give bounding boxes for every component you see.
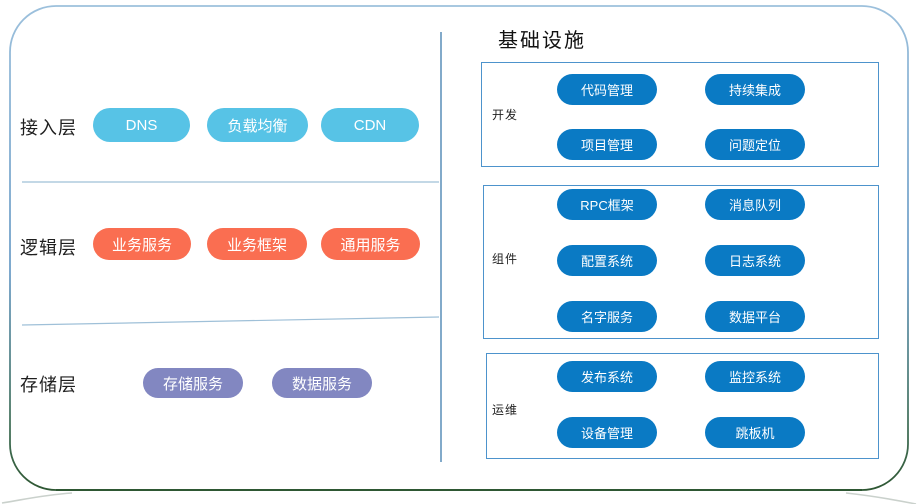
label-access-layer: 接入层 <box>20 118 77 138</box>
pill-storage-service: 存储服务 <box>143 368 243 398</box>
infrastructure-title: 基础设施 <box>498 30 586 52</box>
label-component: 组件 <box>492 252 519 266</box>
pill-code-management: 代码管理 <box>557 74 657 105</box>
label-logic-layer: 逻辑层 <box>20 238 77 258</box>
label-dev: 开发 <box>492 108 519 122</box>
group-box-dev <box>481 62 879 167</box>
pill-project-management: 项目管理 <box>557 129 657 160</box>
label-ops: 运维 <box>492 403 519 417</box>
pill-business-service: 业务服务 <box>93 228 191 260</box>
pill-jump-server: 跳板机 <box>705 417 805 448</box>
pill-data-service: 数据服务 <box>272 368 372 398</box>
pill-rpc-framework: RPC框架 <box>557 189 657 220</box>
pill-continuous-integration: 持续集成 <box>705 74 805 105</box>
pill-device-management: 设备管理 <box>557 417 657 448</box>
pill-load-balancer: 负载均衡 <box>207 108 308 142</box>
divider-logic-storage <box>21 316 440 326</box>
label-storage-layer: 存储层 <box>20 375 77 395</box>
group-box-component <box>483 185 879 339</box>
pill-config-system: 配置系统 <box>557 245 657 276</box>
pill-issue-location: 问题定位 <box>705 129 805 160</box>
pill-general-service: 通用服务 <box>321 228 420 260</box>
pill-data-platform: 数据平台 <box>705 301 805 332</box>
pill-message-queue: 消息队列 <box>705 189 805 220</box>
reflection-bottom-right <box>845 492 917 504</box>
pill-log-system: 日志系统 <box>705 245 805 276</box>
pill-name-service: 名字服务 <box>557 301 657 332</box>
pill-release-system: 发布系统 <box>557 361 657 392</box>
group-box-ops <box>486 353 879 459</box>
pill-dns: DNS <box>93 108 190 142</box>
pill-business-framework: 业务框架 <box>207 228 307 260</box>
pill-cdn: CDN <box>321 108 419 142</box>
pill-monitor-system: 监控系统 <box>705 361 805 392</box>
reflection-bottom-left <box>1 492 73 504</box>
